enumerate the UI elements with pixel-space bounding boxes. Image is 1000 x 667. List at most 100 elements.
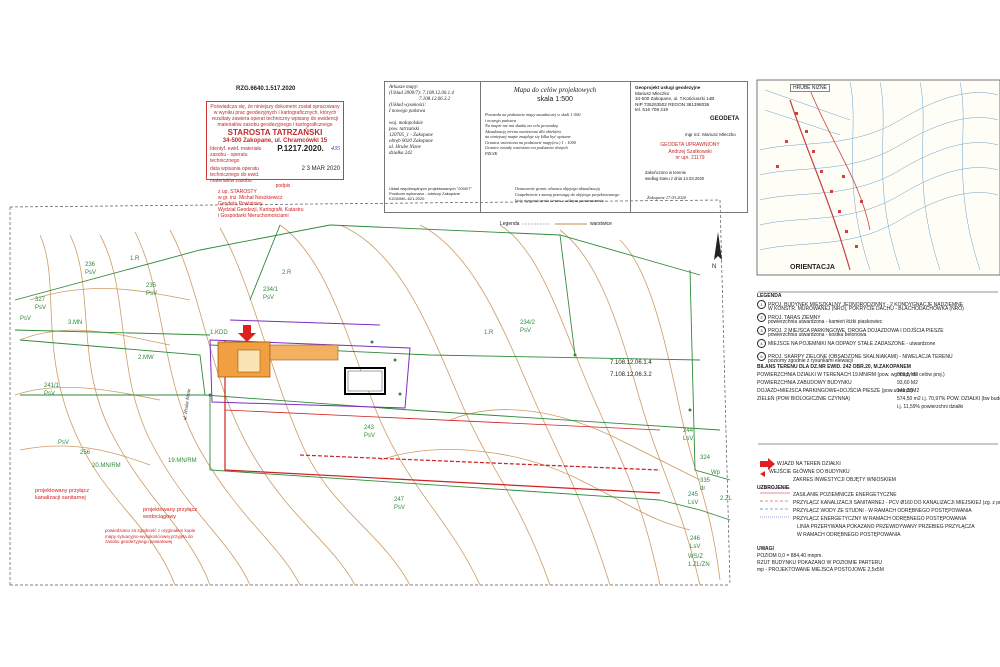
parcel-label: PsV: [20, 316, 32, 322]
remarks-title: UWAGI: [757, 546, 774, 552]
balance-label: DOJAZD+MIEJSCA PARKINGOWE+DOJŚCIA PIESZE…: [757, 388, 913, 394]
contractor-info: Geoprojekt usługi geodezyjne Mariusz Mle…: [635, 85, 743, 113]
note-line: Na mapie nie ma skutku na celu prowadzą: [485, 123, 558, 128]
legend-item-number: 3: [757, 326, 766, 335]
info-line: woj. małopolskie: [389, 121, 423, 126]
legend-bar-right: warstwice: [590, 221, 612, 227]
parcel-label: 246: [690, 536, 701, 542]
parcel-label: 327: [35, 297, 46, 303]
date-line: Zakończono w terenie: [645, 170, 686, 175]
entrance-arrow: [238, 325, 256, 342]
map-title: Mapa do celów projektowych: [513, 86, 597, 94]
parcel-label: 19.MN/RM: [168, 458, 197, 464]
marker-entry: WJAZD NA TEREN DZIAŁKI: [777, 461, 841, 467]
sign-line: z up. STAROSTY: [218, 189, 257, 195]
remark: POZIOM 0,0 = 884,40 mnpm.: [757, 553, 823, 559]
balance-value: 93,60 M2: [897, 380, 918, 386]
title-legend: Oznaczenie granic obszaru objętego aktua…: [515, 186, 627, 204]
contractor-line: tel. 516 708 419: [635, 107, 668, 113]
note-line: na niniejszej mapie znajduje się kilka b…: [485, 134, 571, 139]
legend-item-number: 4: [757, 339, 766, 348]
legend-item-sub: W KONSTR. MUROWANEJ (NRO), POKRYCIE DACH…: [768, 306, 964, 312]
contour-lines: [14, 224, 721, 586]
stamp-id-suffix: 435: [330, 146, 340, 152]
note-line: Granice zostały wniesione na podstawie d…: [485, 145, 568, 150]
parcel-label: PsV: [85, 270, 97, 276]
utility-item: PRZYŁĄCZ ENERGETYCZNY W RAMACH ODRĘBNEGO…: [793, 516, 967, 522]
note-line: Granica wniesiona na podstawie mapy(ew.)…: [485, 139, 576, 145]
contractor-line: Geoprojekt usługi geodezyjne: [635, 85, 701, 90]
stamp-address: 34-500 Zakopane, ul. Chramcówki 15: [222, 138, 328, 144]
survey-date-block: Zakończono w terenie według stanu z dnia…: [645, 170, 745, 182]
parcel-label: 20.MN/RM: [92, 463, 121, 469]
parcel-label: dr: [700, 486, 706, 492]
survey-note: powiedziano za zgodność z oryginałem kop…: [105, 528, 196, 544]
parcel-label: PsV: [146, 291, 158, 297]
date-line: według stanu z dnia 14.03.2020: [645, 176, 705, 181]
legend-title: LEGENDA: [757, 293, 782, 299]
info-line: Prośbom wykonano - lotniczy Zakopane: [389, 191, 460, 196]
contractor-line: 34-500 Zakopane, ul. T.Kościuszki 14B: [635, 96, 715, 102]
info-line: działka 242: [389, 151, 413, 156]
balance-value: 141,20M2: [897, 388, 920, 394]
reference-number: RZG.6640.1.517.2020: [236, 86, 296, 92]
parcel-label: PsV: [263, 295, 275, 301]
certification-stamp: Poświadcza się, że niniejszy dokument zo…: [206, 101, 344, 184]
inset-tag: HRUBE NIZNE: [790, 84, 830, 92]
remark: RZUT BUDYNKU POKAZANO W POZIOMIE PARTERU: [757, 560, 883, 566]
legend-item-sub: powierzchnia utwardzona - kostka betonow…: [768, 332, 867, 338]
parcel-label: PsV: [394, 505, 406, 511]
stamp-id-value: P.1217.2020.: [277, 144, 324, 153]
legend-item-text: PROJ. TARAS ZIEMNY: [768, 315, 821, 321]
map-notes: Powstała na podstawie mapy zasadniczej w…: [485, 112, 625, 156]
parcel-label: 2.ZL: [720, 496, 733, 502]
parcel-label: PsV: [35, 305, 47, 311]
parcel-label: Wp: [711, 470, 720, 476]
info-line: KZGMIKL.621.2020: [389, 196, 425, 201]
legend-line: linie rozgraniczenia terenu o różnym prz…: [515, 198, 604, 203]
legend-item-text: PROJ. BUDYNEK MIESZKALNY JEDNORODZINNY -…: [768, 302, 964, 308]
info-line: obręb 0020 Zakopane: [389, 139, 433, 144]
stamp-id-label: Identyf. ewid. materiału zasobu - operat…: [210, 146, 262, 164]
info-line: 7.108.12.06.3.2: [419, 97, 451, 102]
sewer-connection-line: [224, 340, 661, 494]
legend-item-sub: powierzchnia utwardzona - kamień łóżki p…: [768, 319, 883, 325]
parcel-label: 2.R: [282, 270, 292, 276]
stamp-authority: STAROSTA TATRZAŃSKI: [227, 128, 323, 137]
balance-label: POWIERZCHNIA ZABUDOWY BUDYNKU: [757, 380, 852, 386]
parcel-label: 245: [688, 492, 699, 498]
remark: mp - PROJEKTOWANE MIEJSCA POSTOJOWE 2,5x…: [757, 567, 884, 573]
sign-line: Wydział Geodezji, Kartografii, Katastru: [218, 207, 304, 213]
sign-names: z up. STAROSTY w gr. inż. Michał Noszkie…: [218, 189, 348, 219]
parcel-label: 1.R: [484, 330, 494, 336]
map-scale: skala 1:500: [537, 96, 573, 103]
contractor-line: Mariusz Mleczko: [635, 90, 670, 96]
geodeta-name: mgr inż. Mariusz Mleczko: [685, 132, 736, 137]
marker-scope: ZAKRES INWESTYCJI OBJĘTY WNIOSKIEM: [793, 477, 896, 483]
parcel-label: 1.KDD: [210, 330, 228, 336]
sign-note: podpis: [275, 183, 291, 189]
sheet-label: 7.108.12.06.3.2: [610, 372, 652, 378]
legend-item-text: MIEJSCE NA POJEMNIKI NA ODPADY STAŁE ZAD…: [768, 341, 936, 347]
parcel-label: 3.MN: [68, 320, 83, 326]
balance-value: 574,50 m2 i.j. 70,97% POW. DZIAŁKI (bw b…: [897, 396, 1000, 402]
parcel-label: 2.MW: [138, 355, 154, 361]
legend-item-number: 2: [757, 313, 766, 322]
auth-line: nr upr. 21179: [675, 155, 705, 161]
stamp-date-row: data wpisania operatu technicznego do ew…: [210, 166, 340, 184]
sign-line: w gr. inż. Michał Noszkiewicz: [218, 195, 283, 201]
geodeta-label: GEODETA: [710, 116, 740, 122]
legend-item-text: PROJ. SKARPY ZIELONE (OBSADZONE SKALNIAK…: [768, 354, 953, 360]
legend-line: Uzupełnienie z znaną przewagą do objęteg…: [515, 192, 620, 197]
parcel-label: WS/Z: [688, 554, 703, 560]
stamp-text: Poświadcza się, że niniejszy dokument zo…: [210, 104, 340, 128]
closing-date: Zakopane 17.03.2020: [647, 195, 687, 200]
parcel-label: LsV: [690, 544, 701, 550]
legend-item-number: 1: [757, 300, 766, 309]
balance-label: ZIELEŃ (POW BIOLOGICZNIE CZYNNA): [757, 396, 851, 402]
parcel-label: 1.R: [130, 256, 140, 262]
parcel-label: 244: [683, 428, 694, 434]
info-line: (Układ wysokości:: [389, 103, 427, 108]
